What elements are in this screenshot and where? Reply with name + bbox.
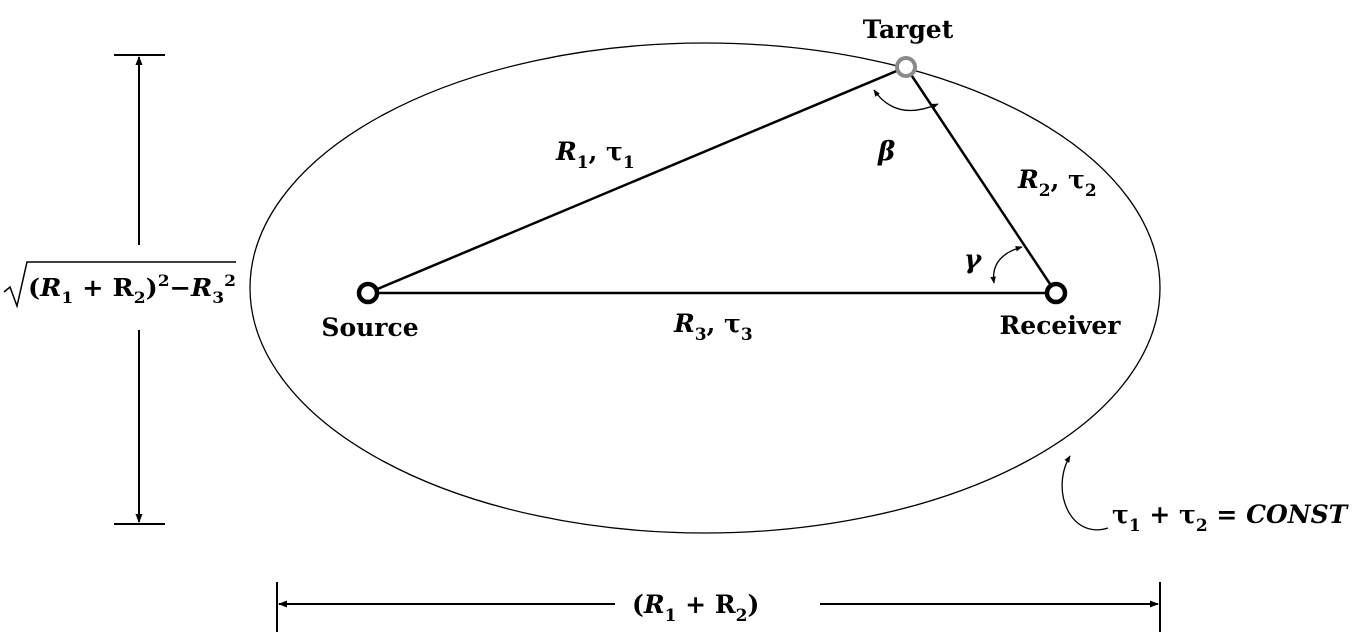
gamma-angle-label: γ xyxy=(964,245,983,275)
source-marker xyxy=(356,281,380,305)
ellipse-callout-arrow xyxy=(1061,455,1109,531)
receiver-label: Receiver xyxy=(1000,311,1122,340)
sqrt-radical-bar xyxy=(3,261,236,309)
edge-label-r3-tau3: R3, τ3 xyxy=(673,309,753,345)
beta-angle-arc xyxy=(873,89,939,112)
horizontal-dimension-label: (R1 + R2) xyxy=(632,590,759,626)
edge-label-r1-tau1: R1, τ1 xyxy=(555,137,635,173)
gamma-angle-arc xyxy=(990,246,1023,284)
receiver-marker xyxy=(1044,281,1068,305)
constant-delay-ellipse xyxy=(249,42,1161,534)
beta-angle-label: β xyxy=(877,137,895,167)
ellipse-constant-label: τ1 + τ2 = CONST xyxy=(1112,500,1350,536)
target-marker xyxy=(895,56,917,78)
target-label: Target xyxy=(863,15,954,44)
source-label: Source xyxy=(321,313,418,342)
vertical-dimension-label: (R1 + R2)2−R32 xyxy=(28,271,236,307)
edge-label-r2-tau2: R2, τ2 xyxy=(1017,165,1097,201)
path-source-target xyxy=(367,65,907,295)
